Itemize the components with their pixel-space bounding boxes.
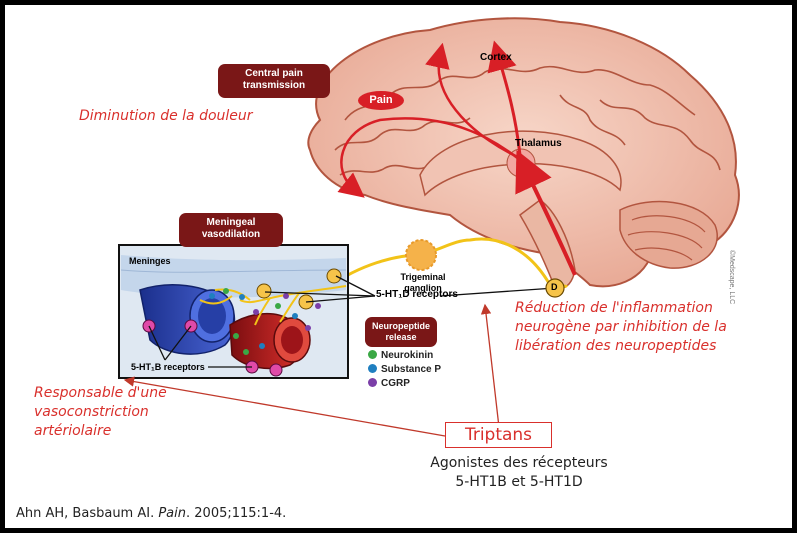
d-marker-label: D (551, 282, 558, 292)
legend-item-substance-p: Substance P (368, 364, 441, 375)
ht1b-label: 5-HT₁B receptors (131, 362, 205, 372)
citation-rest: . 2005;115:1-4. (186, 506, 286, 521)
pain-badge: Pain (358, 91, 404, 110)
triptans-box: Triptans (445, 422, 552, 448)
neuropeptide-box: Neuropeptide release (365, 317, 437, 347)
agonistes-text: Agonistes des récepteurs 5-HT1B et 5-HT1… (424, 454, 614, 492)
reduction-annotation: Réduction de l'inflammation neurogène pa… (515, 299, 727, 356)
agonistes-line1: Agonistes des récepteurs (424, 454, 614, 473)
legend-swatch (368, 350, 377, 359)
central-pain-line2: transmission (220, 80, 328, 92)
trigeminal-line1: Trigeminal (393, 272, 453, 283)
reduction-line3: libération des neuropeptides (515, 337, 727, 356)
citation-journal: Pain (158, 506, 186, 521)
legend-label: CGRP (381, 378, 410, 389)
responsable-line3: artériolaire (34, 422, 167, 441)
citation-authors: Ahn AH, Basbaum AI. (16, 506, 158, 521)
meningeal-line1: Meningeal (181, 217, 281, 229)
responsable-annotation: Responsable d'une vasoconstriction artér… (34, 384, 167, 441)
reduction-line1: Réduction de l'inflammation (515, 299, 727, 318)
cortex-label: Cortex (480, 52, 512, 63)
agonistes-line2: 5-HT1B et 5-HT1D (424, 473, 614, 492)
neuropeptide-line1: Neuropeptide (367, 321, 435, 332)
pain-label: Pain (369, 94, 392, 106)
legend-label: Substance P (381, 364, 441, 375)
meningeal-line2: vasodilation (181, 229, 281, 241)
trigeminal-ganglion-shape (406, 240, 436, 270)
central-pain-line1: Central pain (220, 68, 328, 80)
neuropeptide-line2: release (367, 332, 435, 343)
diminution-annotation: Diminution de la douleur (79, 107, 253, 126)
copyright-label: ©Medscape, LLC (728, 250, 735, 304)
legend-swatch (368, 364, 377, 373)
legend-item-cgrp: CGRP (368, 378, 410, 389)
reduction-line2: neurogène par inhibition de la (515, 318, 727, 337)
central-pain-box: Central pain transmission (218, 64, 330, 98)
meninges-label: Meninges (129, 256, 171, 266)
legend-item-neurokinin: Neurokinin (368, 350, 433, 361)
meningeal-box: Meningeal vasodilation (179, 213, 283, 247)
legend-label: Neurokinin (381, 350, 433, 361)
brain-illustration (308, 18, 739, 288)
responsable-line2: vasoconstriction (34, 403, 167, 422)
thalamus-label: Thalamus (515, 138, 562, 149)
legend-swatch (368, 378, 377, 387)
citation: Ahn AH, Basbaum AI. Pain. 2005;115:1-4. (16, 506, 286, 521)
ht1d-label: 5-HT₁D receptors (376, 289, 458, 300)
responsable-line1: Responsable d'une (34, 384, 167, 403)
